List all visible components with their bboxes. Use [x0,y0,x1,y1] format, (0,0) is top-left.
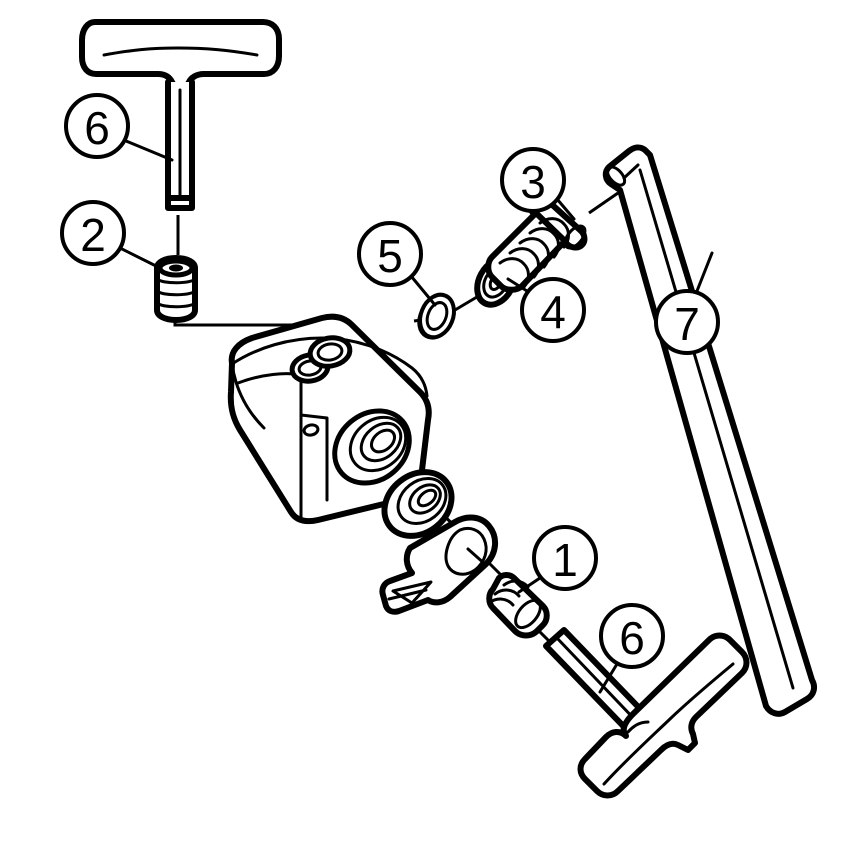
callout-1-label: 1 [552,534,578,586]
wrench-bottom-shaft-highlight [554,635,641,726]
part-lower-washer [381,469,455,539]
clamp-screw-thread-2 [508,247,540,279]
callout-4-label: 4 [540,286,566,338]
lower-washer-inner [408,483,442,515]
part-hex-key [602,144,818,717]
wrench-bottom-handle [577,632,750,799]
asm-line-screw-to-hexkey [588,191,619,215]
hex-key-highlight-short [622,163,640,180]
callout-3-label: 3 [520,156,546,208]
set-screw-thread-1 [155,277,197,285]
lower-washer-bore [416,488,438,508]
callout-6-bottom-label: 6 [619,612,645,664]
callout-4-leader [506,277,529,293]
callout-4-circle[interactable] [520,277,586,343]
callout-3[interactable]: 3 [500,147,576,221]
clamp-wedge-center-mark [466,547,488,567]
body-front-divider [299,413,329,502]
part-clamp-wedge [379,514,550,639]
body-pin-hole [302,423,320,437]
callouts-group: 6 2 3 5 4 7 1 [60,93,720,694]
callout-1-circle[interactable] [532,525,598,591]
callout-6-top-circle[interactable] [64,93,130,159]
set-screw-hex-socket [169,264,183,272]
body-seat-bore-mid [348,415,408,473]
callout-2-label: 2 [80,209,106,261]
wrench-top-handle-crease [102,46,259,57]
clamp-screw-1-thread-1 [493,588,521,598]
part-t-handle-wrench-top [79,19,282,211]
body-seat-bore-core [369,428,397,454]
hex-key-end-face [605,165,627,187]
callout-2[interactable]: 2 [60,200,162,270]
clamp-screw-thread-5 [538,217,570,249]
callout-6-bottom[interactable]: 6 [598,603,665,694]
callout-6-bottom-circle[interactable] [599,603,665,669]
set-screw-thread-2 [155,289,197,297]
callout-5[interactable]: 5 [357,221,437,307]
callout-6-top-label: 6 [84,102,110,154]
shim-outer [418,292,456,340]
clamp-screw-1-face [514,598,542,630]
part-tool-holder-body [227,296,455,525]
body-top-face-edge [230,336,429,398]
callout-1[interactable]: 1 [517,525,598,594]
wrench-top-shaft-tip [165,195,195,211]
part-t-handle-wrench-bottom [543,627,750,799]
callout-1-leader [517,576,542,594]
callout-6-bottom-leader [598,662,619,694]
body-seat-bore-inner [359,421,403,463]
body-top-bore-right-inner [316,342,344,362]
clamp-wedge-lobe [444,526,488,576]
callout-5-leader [409,274,437,307]
set-screw-thread-3 [155,301,197,309]
callout-6-top-leader [124,139,174,162]
wrench-bottom-handle-crease [602,662,735,786]
callout-4[interactable]: 4 [506,277,586,343]
part-shim-washer [418,292,456,340]
callout-3-leader [555,197,576,221]
callout-7-circle[interactable] [654,289,720,355]
wrench-bottom-collar [626,720,650,734]
clamp-screw-thread-4 [528,227,560,259]
shim-inner [425,301,449,331]
callout-5-label: 5 [377,230,403,282]
clamp-screw-1-thread-3 [487,597,515,607]
clamp-wedge-base-edge [387,588,428,601]
lower-washer-mid [396,477,448,525]
callout-5-circle[interactable] [357,221,423,287]
callout-3-circle[interactable] [500,147,566,213]
part-set-screw [154,255,198,323]
callout-6-top[interactable]: 6 [64,93,174,162]
callout-2-circle[interactable] [60,200,126,266]
clamp-screw-thread-3 [518,237,550,269]
body-left-edge [230,362,266,430]
callout-7-label: 7 [674,298,700,350]
clamp-screw-head-face [563,224,587,250]
hex-key-highlight-long [638,168,795,690]
callout-7[interactable]: 7 [654,251,720,355]
callout-7-leader [695,251,714,293]
callout-2-leader [118,246,162,270]
wrench-top-handle [79,19,282,92]
clamp-screw-thread-1 [498,257,530,289]
